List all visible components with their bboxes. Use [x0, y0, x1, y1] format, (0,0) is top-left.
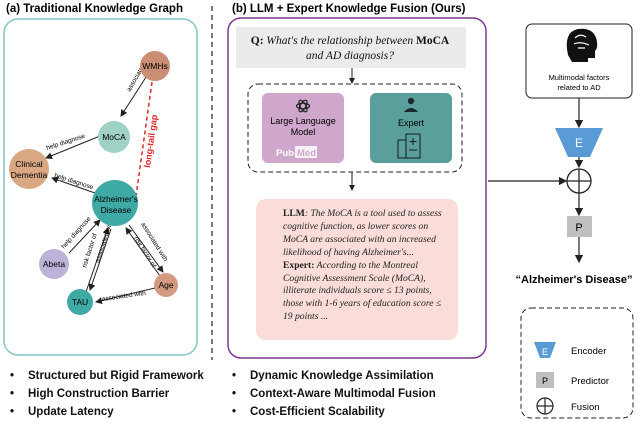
panel-a-bullet-2: High Construction Barrier — [10, 388, 169, 400]
node-abeta-label: Abeta — [43, 259, 65, 269]
legend-predictor-label: Predictor — [571, 376, 609, 387]
encoder-block — [555, 128, 603, 157]
edge-ad-tau-2 — [88, 228, 112, 291]
llm-answer-label: LLM — [283, 208, 305, 219]
edge-age-ad — [125, 227, 161, 277]
multimodal-label-2: related to AD — [557, 83, 601, 92]
legend-predictor-swatch — [536, 372, 554, 388]
predictor-letter: P — [575, 222, 582, 234]
node-clinical-label-2: Dementia — [11, 170, 48, 180]
pubmed-logo-med: Med — [297, 148, 316, 159]
answer-box — [256, 199, 458, 340]
node-moca — [98, 121, 130, 153]
answer-text: LLM: The MoCA is a tool used to assess c… — [283, 208, 451, 324]
panel-b-frame — [227, 17, 487, 359]
output-label: “Alzheimer's Disease” — [516, 274, 633, 286]
panel-a-title: (a) Traditional Knowledge Graph — [6, 3, 183, 15]
node-alzheimers-label-1: Alzheimer's — [94, 194, 138, 204]
panel-b-bullet-2: Context-Aware Multimodal Fusion — [232, 388, 436, 400]
panel-b-bullet-3: Cost-Efficient Scalability — [232, 406, 385, 418]
legend-encoder-letter: E — [542, 347, 548, 357]
fusion-node-icon — [566, 168, 592, 194]
expert-answer-label: Expert: — [283, 259, 315, 271]
llm-label-2: Model — [291, 127, 316, 137]
panel-a-bullet-3: Update Latency — [10, 406, 114, 418]
panel-a-bullet-1: Structured but Rigid Framework — [10, 370, 204, 382]
question-part-2: and AD diagnosis? — [306, 49, 394, 62]
edge-label-ad-clinical: help diagnose — [53, 172, 94, 191]
panel-b-bullet-1: Dynamic Knowledge Assimilation — [232, 370, 434, 382]
question-text: Q: What's the relationship between MoCA … — [243, 34, 457, 63]
edge-label-tau-age: associated with — [101, 290, 146, 303]
pubmed-logo-bg — [295, 146, 317, 158]
long-tail-gap-line — [135, 81, 153, 197]
panel-a-frame — [3, 18, 198, 356]
encoder-letter: E — [575, 136, 583, 150]
expert-box — [370, 93, 452, 163]
expert-answer-text: According to the Montreal Cognitive Asse… — [283, 259, 442, 323]
edge-tau-ad-1 — [85, 227, 110, 293]
question-prefix: Q: — [250, 35, 264, 47]
node-wmhs-label: WMHs — [142, 61, 168, 71]
node-tau-label: TAU — [72, 297, 88, 307]
node-wmhs — [140, 51, 170, 81]
multimodal-label-1: Multimodal factors — [549, 73, 610, 82]
pubmed-logo-pub: Pub — [276, 148, 294, 159]
panel-b-title: (b) LLM + Expert Knowledge Fusion (Ours) — [232, 3, 466, 15]
node-clinical-dementia — [9, 149, 49, 189]
legend-encoder-label: Encoder — [571, 346, 606, 357]
node-clinical-label-1: Clinical — [15, 159, 43, 169]
legend-fusion-icon — [536, 397, 554, 415]
node-age-label: Age — [158, 280, 173, 290]
edge-moca-clinical — [45, 135, 101, 159]
expert-label: Expert — [398, 118, 425, 128]
legend-predictor-letter: P — [542, 376, 548, 386]
long-tail-gap-label: long-tail gap — [142, 113, 159, 168]
edge-wmhs-moca — [120, 73, 149, 117]
question-part-1: What's the relationship between — [266, 35, 414, 47]
node-alzheimers-label-2: Disease — [101, 205, 132, 215]
node-age — [154, 273, 178, 297]
expert-person-icon — [404, 97, 418, 112]
edge-age-tau — [95, 287, 156, 305]
legend-encoder-swatch — [534, 342, 556, 358]
edge-ad-age — [128, 224, 164, 273]
llm-logo-icon — [295, 99, 311, 113]
llm-box — [262, 93, 344, 163]
question-box — [236, 27, 466, 68]
legend-box — [520, 307, 634, 419]
legend-fusion-label: Fusion — [571, 402, 600, 413]
brain-head-icon — [566, 28, 598, 62]
knowledge-fusion-box — [247, 83, 463, 173]
node-moca-label: MoCA — [102, 132, 126, 142]
node-abeta — [39, 249, 69, 279]
node-alzheimers — [92, 180, 138, 226]
edge-abeta-ad — [68, 219, 101, 254]
edge-ad-clinical — [51, 176, 96, 194]
llm-answer-text: : The MoCA is a tool used to assess cogn… — [283, 208, 442, 258]
question-bold-term: MoCA — [416, 35, 450, 47]
node-tau — [67, 289, 93, 315]
llm-label-1: Large Language — [270, 116, 336, 126]
edge-label-moca-clinical: help diagnose — [45, 133, 86, 152]
predictor-block — [567, 216, 592, 237]
hospital-icon — [397, 133, 421, 159]
